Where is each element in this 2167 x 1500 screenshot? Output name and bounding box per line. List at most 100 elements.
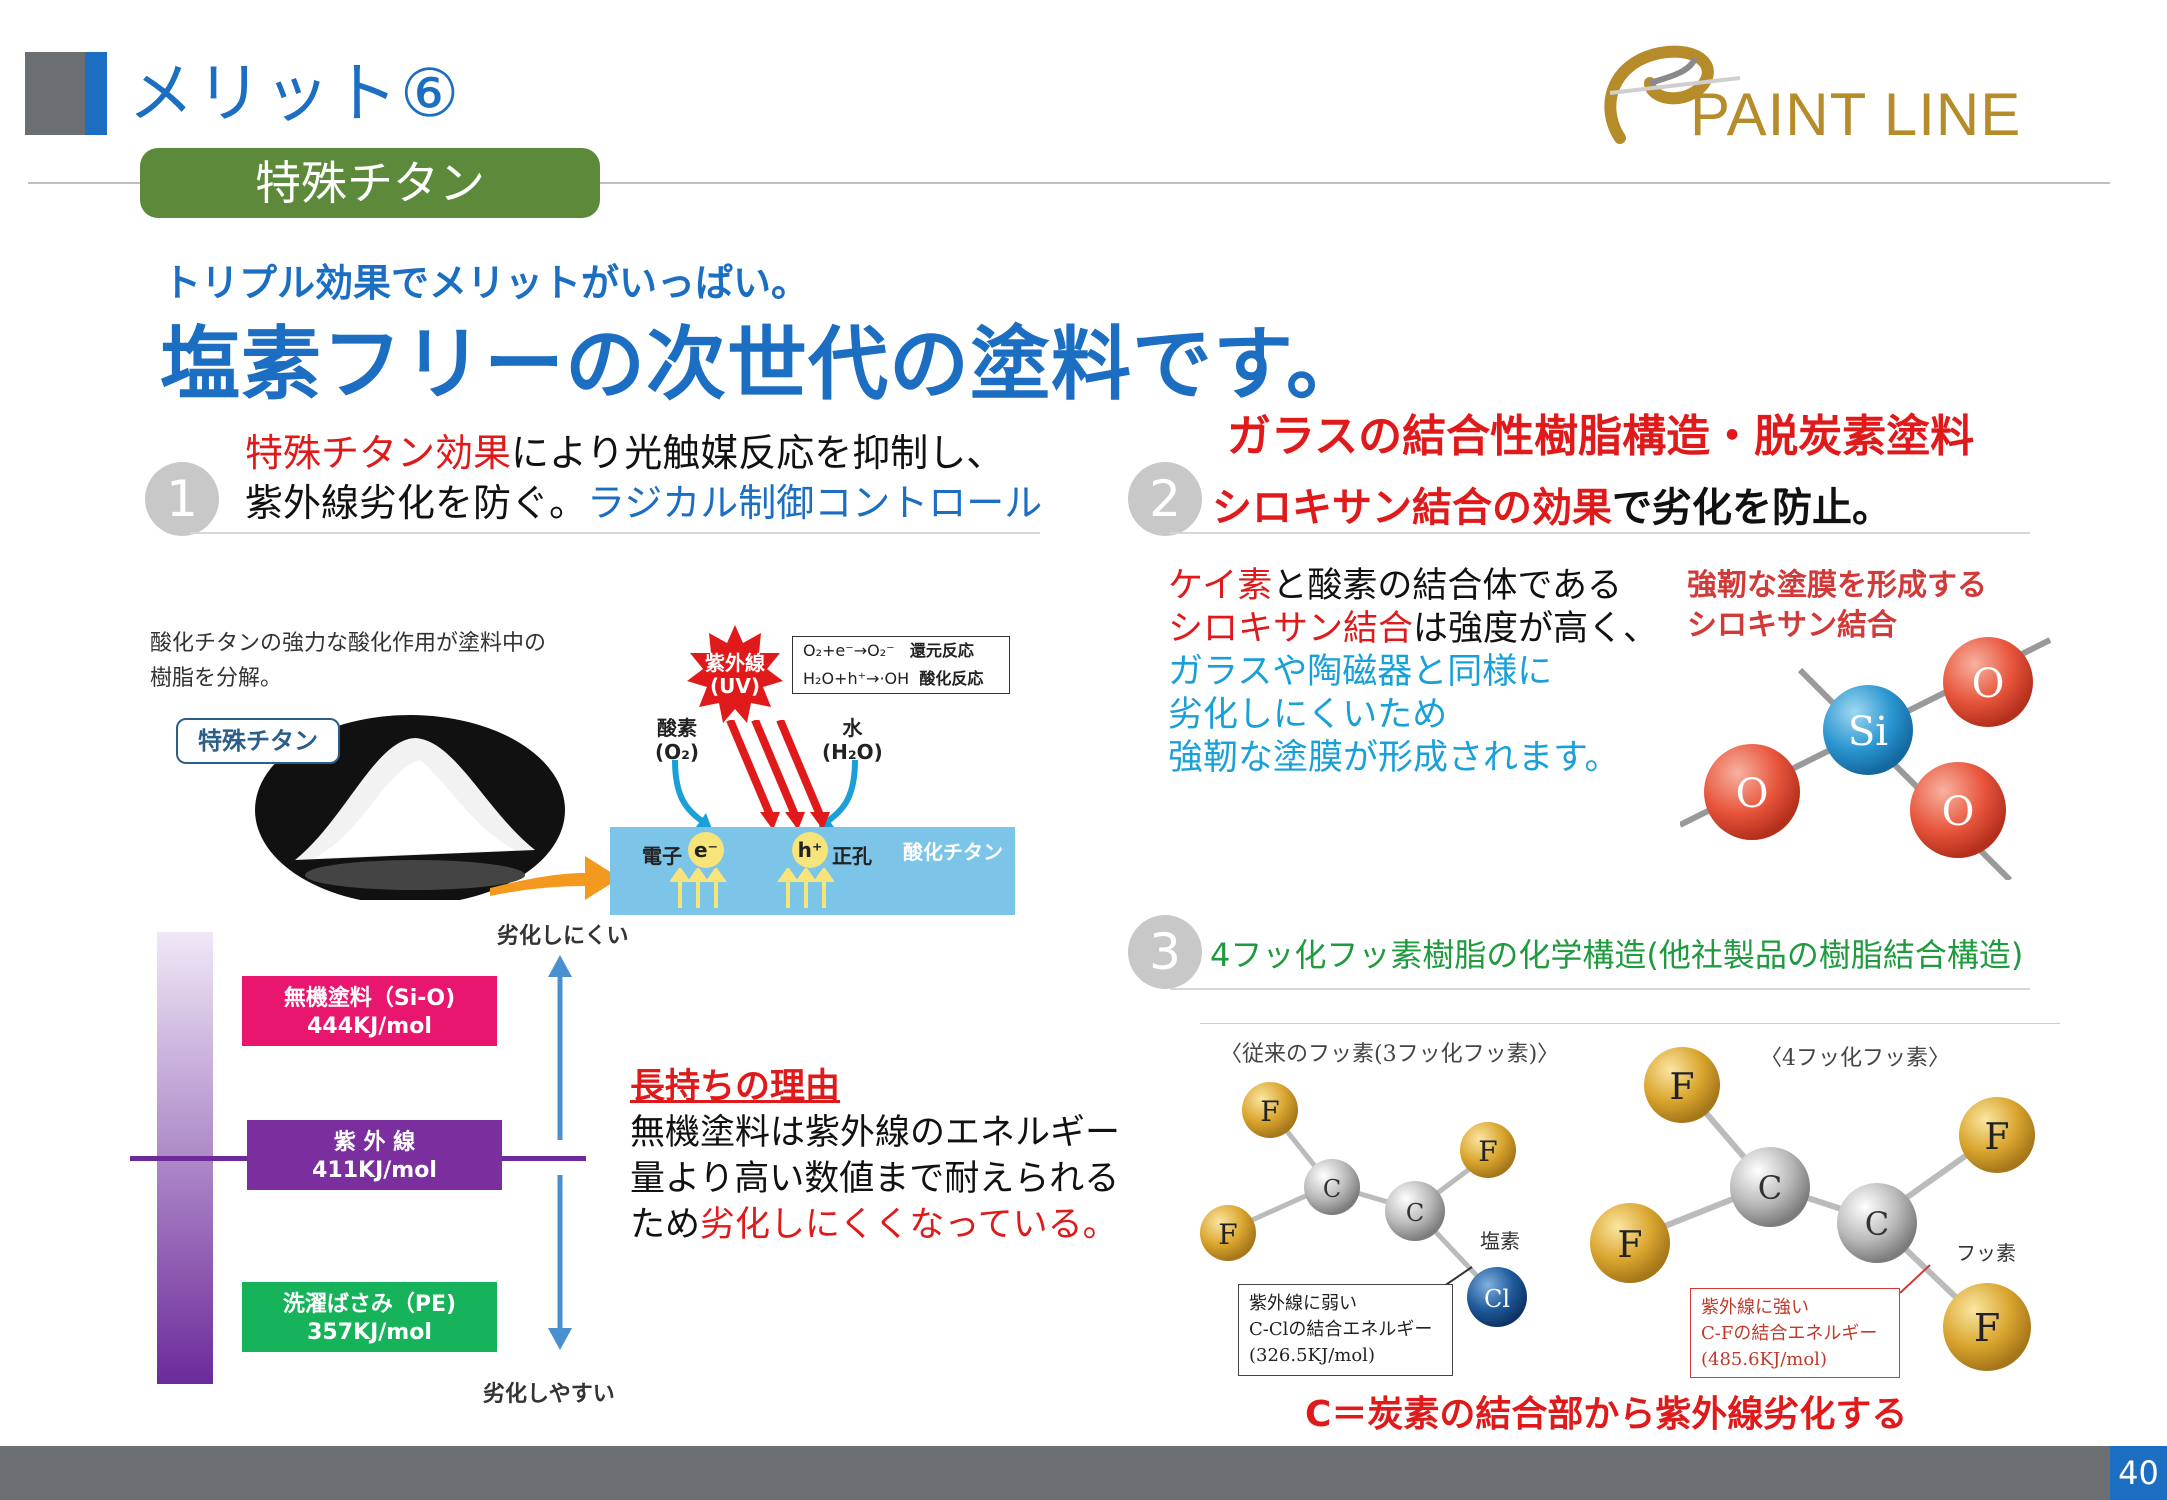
headline-main: 塩素フリーの次世代の塗料です。	[160, 318, 1367, 411]
title-marker-blue	[85, 52, 107, 135]
electron-symbol: e⁻	[688, 832, 724, 868]
s2-b2-red: シロキサン結合	[1168, 609, 1414, 649]
uv-burst-icon: 紫外線 (UV)	[687, 625, 783, 723]
note2-l3: (485.6KJ/mol)	[1701, 1349, 1827, 1370]
reason-l2: 量より高い数値まで耐えられる	[630, 1159, 1120, 1199]
footer-bar	[0, 1446, 2167, 1500]
atom-f-1: F	[1260, 1095, 1279, 1128]
tough-l2: シロキサン結合	[1687, 608, 1897, 643]
section2-number: 2	[1128, 462, 1202, 536]
caption-right: 〈4フッ化フッ素〉	[1760, 1046, 1950, 1071]
reason-block: 長持ちの理由 無機塗料は紫外線のエネルギー 量より高い数値まで耐えられる ため劣…	[630, 1064, 1120, 1248]
atom-cl: Cl	[1484, 1285, 1510, 1313]
s2-b3: ガラスや陶磁器と同様に	[1168, 652, 1553, 692]
figure-caption: 酸化チタンの強力な酸化作用が塗料中の 樹脂を分解。	[150, 626, 546, 696]
fluorine-molecules-icon: F F F C C Cl 塩素 F F F F C C フッ素	[1200, 1047, 2035, 1371]
tough-film-label: 強靭な塗膜を形成する シロキサン結合	[1687, 566, 1987, 646]
page-title: メリット⑥	[128, 55, 462, 132]
siloxane-molecule-icon: Si O O O	[1680, 637, 2052, 880]
reason-heading: 長持ちの理由	[630, 1067, 841, 1107]
s2-sub-black: で劣化を防止。	[1612, 485, 1892, 531]
box3-l1: 洗濯ばさみ（PE)	[282, 1292, 457, 1317]
atom-f-4: F	[1670, 1067, 1695, 1108]
reason-l3a: ため	[630, 1205, 701, 1245]
fluorine-label: フッ素	[1956, 1241, 2016, 1265]
double-arrow-icon	[548, 955, 572, 1350]
section3-divider	[1170, 988, 2030, 990]
axis-top-label: 劣化しにくい	[497, 924, 629, 949]
tough-l1: 強靭な塗膜を形成する	[1687, 568, 1987, 603]
reason-l1: 無機塗料は紫外線のエネルギー	[630, 1113, 1121, 1153]
box2-l2: 411KJ/mol	[312, 1158, 437, 1183]
water-label: 水 (H₂O)	[822, 716, 883, 764]
tio2-label: 酸化チタン	[903, 840, 1003, 864]
note1-l1: 紫外線に弱い	[1249, 1293, 1357, 1314]
energy-box-inorganic: 無機塗料（Si-O) 444KJ/mol	[242, 976, 497, 1046]
section1-text: 特殊チタン効果により光触媒反応を抑制し、 紫外線劣化を防ぐ。ラジカル制御コントロ…	[245, 428, 1042, 528]
note2-l2: C-Fの結合エネルギー	[1701, 1323, 1878, 1344]
s2-b1-red: ケイ素	[1168, 566, 1273, 606]
uv-label-2: (UV)	[710, 674, 760, 698]
oxygen-label: 酸素 (O₂)	[655, 716, 699, 764]
rx2-name: 酸化反応	[919, 669, 984, 688]
paint-line-logo-icon	[1604, 45, 1741, 144]
box1-l1: 無機塗料（Si-O)	[283, 986, 456, 1011]
water-l1: 水	[842, 716, 863, 740]
figure-caption-l2: 樹脂を分解。	[150, 666, 283, 691]
note-weak-uv: 紫外線に弱い C-Clの結合エネルギー (326.5KJ/mol)	[1238, 1284, 1453, 1376]
rx1-eq: O₂+e⁻→O₂⁻	[803, 641, 895, 660]
section1-number: 1	[145, 462, 219, 536]
chlorine-label: 塩素	[1480, 1229, 1520, 1253]
s1-black: 紫外線劣化を防ぐ。	[245, 481, 588, 525]
atom-o-1: O	[1972, 661, 2005, 707]
oxygen-l1: 酸素	[657, 716, 698, 740]
note1-l2: C-Clの結合エネルギー	[1249, 1319, 1433, 1340]
note2-l1: 紫外線に強い	[1701, 1297, 1809, 1318]
uv-rays-icon	[726, 720, 830, 830]
s1-blue: ラジカル制御コントロール	[587, 481, 1043, 525]
figure-caption-l1: 酸化チタンの強力な酸化作用が塗料中の	[150, 631, 547, 656]
uv-label-1: 紫外線	[705, 651, 765, 675]
section2-title: ガラスの結合性樹脂構造・脱炭素塗料	[1227, 411, 1975, 462]
atom-c-2: C	[1406, 1199, 1424, 1227]
atom-o-3: O	[1942, 789, 1975, 835]
atom-f-6: F	[1985, 1117, 2010, 1158]
section2-divider	[1170, 532, 2030, 534]
atom-c-1: C	[1323, 1175, 1341, 1203]
title-marker-gray	[25, 52, 85, 135]
reason-l3-red: 劣化しにくくなっている。	[700, 1205, 1118, 1245]
page-number: 40	[2110, 1446, 2167, 1500]
atom-f-5: F	[1618, 1225, 1643, 1266]
titanium-badge: 特殊チタン	[176, 718, 340, 764]
box3-l2: 357KJ/mol	[307, 1320, 432, 1345]
s1-rest: により光触媒反応を抑制し、	[511, 431, 1005, 475]
up-arrows-icon	[670, 868, 835, 908]
box1-l2: 444KJ/mol	[307, 1014, 432, 1039]
reaction-box: O₂+e⁻→O₂⁻ 還元反応 H₂O+h⁺→·OH 酸化反応	[792, 636, 1010, 694]
note-strong-uv: 紫外線に強い C-Fの結合エネルギー (485.6KJ/mol)	[1690, 1288, 1900, 1378]
rx2-eq: H₂O+h⁺→·OH	[803, 669, 910, 688]
atom-si: Si	[1848, 709, 1888, 755]
atom-f-2: F	[1218, 1218, 1237, 1251]
caption-left: 〈従来のフッ素(3フッ化フッ素)〉	[1220, 1042, 1560, 1067]
orange-arrow-icon	[490, 856, 620, 900]
energy-box-uv: 紫 外 線 411KJ/mol	[247, 1120, 502, 1190]
hole-label: 正孔	[832, 844, 872, 868]
note1-l3: (326.5KJ/mol)	[1249, 1345, 1375, 1366]
headline-sub: トリプル効果でメリットがいっぱい。	[163, 261, 810, 305]
s2-b2-rest: は強度が高く、	[1413, 609, 1659, 649]
section1-divider	[190, 532, 1040, 534]
s2-b1-rest: と酸素の結合体である	[1272, 566, 1622, 606]
s2-b4: 劣化しにくいため	[1168, 695, 1448, 735]
section2-body: ケイ素と酸素の結合体である シロキサン結合は強度が高く、 ガラスや陶磁器と同様に…	[1168, 565, 1658, 780]
s2-sub-red: シロキサン結合の効果	[1212, 485, 1612, 531]
logo-text: PAINT LINE	[1690, 81, 2022, 148]
hole-symbol: h⁺	[792, 832, 828, 868]
section-pill: 特殊チタン	[140, 148, 600, 218]
header-divider	[28, 182, 2110, 184]
atom-c-4: C	[1865, 1205, 1889, 1243]
atom-c-3: C	[1758, 1169, 1782, 1207]
atom-f-7: F	[1974, 1306, 2000, 1350]
rx1-name: 還元反応	[909, 641, 974, 660]
section3-text: 4フッ化フッ素樹脂の化学構造(他社製品の樹脂結合構造)	[1210, 936, 2024, 974]
